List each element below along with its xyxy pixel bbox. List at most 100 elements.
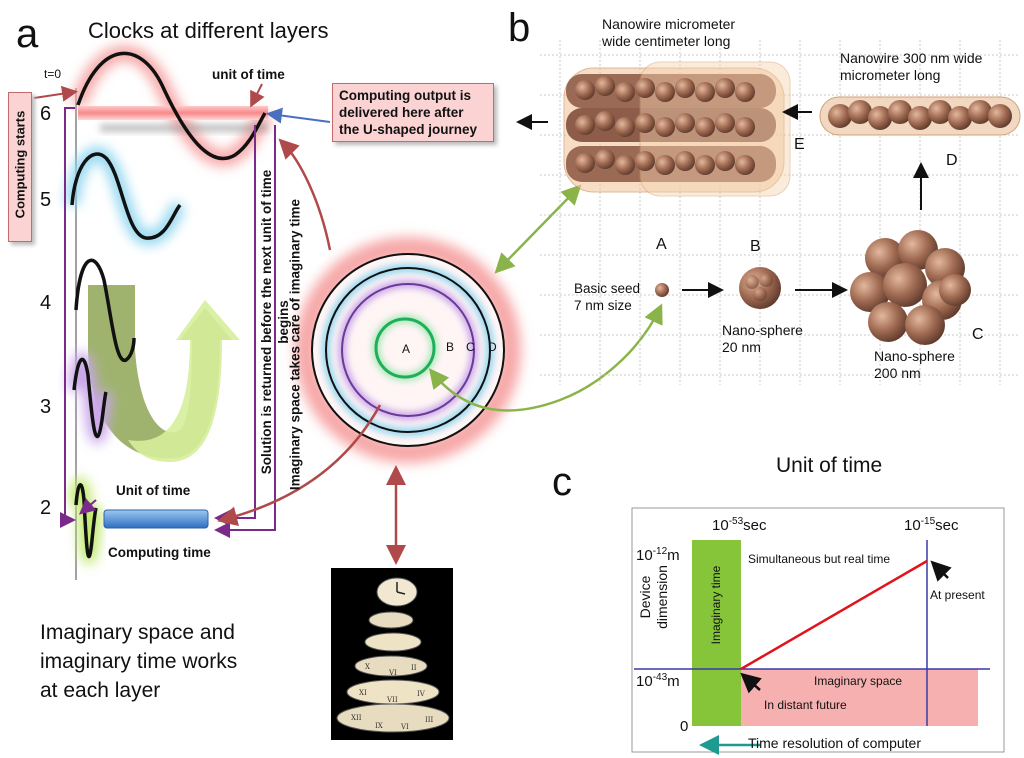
svg-text:IX: IX: [375, 722, 383, 730]
tick-top-left-unit: sec: [743, 517, 767, 534]
computing-starts-box: Computing starts: [8, 92, 32, 242]
panel-letter-c: c: [552, 460, 572, 504]
circle-label-B: B: [446, 340, 455, 354]
wave-layer-4: [74, 258, 136, 362]
nanowire-small-label: Nanowire 300 nm wide micrometer long: [840, 50, 982, 84]
unit-of-time-arrow: [250, 83, 265, 108]
y-axis-line-2: dimension: [654, 565, 670, 629]
label-C: C: [972, 326, 984, 343]
caption-line-3: at each layer: [40, 679, 161, 702]
panel-a-title: Clocks at different layers: [88, 18, 329, 43]
tick-top-right-exp: -15: [920, 516, 936, 527]
nano-sphere-200: [850, 230, 971, 345]
panel-letter-b: b: [508, 6, 531, 50]
tick-top-left: 10-53sec: [712, 516, 766, 534]
nanowire-large-line-2: wide centimeter long: [602, 33, 731, 49]
computing-time-label: Computing time: [108, 545, 211, 560]
tick-top-left-base: 10: [712, 517, 729, 534]
layer-number-5: 5: [40, 189, 52, 211]
panel-letter-a: a: [16, 12, 39, 56]
svg-text:III: III: [425, 716, 434, 724]
layer-number-4: 4: [40, 292, 52, 314]
wave-layer-3: [72, 357, 108, 438]
wave-layer-6: [76, 51, 267, 161]
layer-number-6: 6: [40, 103, 52, 125]
output-arrow: [266, 107, 331, 124]
layer-number-3: 3: [40, 396, 52, 418]
caption-line-2: imaginary time works: [40, 650, 238, 673]
label-B: B: [750, 238, 761, 255]
nanowire-small-line-1: Nanowire 300 nm wide: [840, 50, 983, 66]
computing-time-bar: [103, 509, 209, 529]
imaginary-space-region: [741, 669, 978, 726]
distant-future-label: In distant future: [764, 698, 847, 712]
tick-y-mid-base: 10: [636, 673, 653, 690]
unit-of-time-bar-top: [78, 106, 268, 120]
tick-y-top-unit: m: [667, 547, 680, 564]
sphere-200-line-1: Nano-sphere: [874, 348, 955, 364]
svg-text:XI: XI: [359, 689, 367, 697]
svg-text:VII: VII: [386, 696, 398, 704]
tick-y-top-base: 10: [636, 547, 653, 564]
x-axis-label: Time resolution of computer: [748, 735, 921, 751]
tick-top-right: 10-15sec: [904, 516, 958, 534]
t0-label: t=0: [44, 67, 62, 81]
nanowire-large-label: Nanowire micrometer wide centimeter long: [602, 16, 735, 50]
panel-c-title: Unit of time: [776, 454, 883, 477]
circle-to-wave-arrow: [278, 138, 332, 251]
purple-bracket-left: [60, 107, 76, 528]
purple-arrow-unit: [78, 498, 97, 515]
label-A: A: [656, 236, 667, 253]
sphere-200-line-2: 200 nm: [874, 365, 921, 381]
svg-text:IV: IV: [417, 690, 426, 698]
sphere-200-label: Nano-sphere 200 nm: [874, 348, 955, 382]
at-present-label: At present: [930, 588, 985, 602]
wave-5-glow: [65, 147, 186, 245]
tick-y-mid: 10-43m: [636, 672, 680, 690]
u-arrow-light: [128, 300, 240, 462]
tick-y-top-exp: -12: [652, 546, 668, 557]
seed-label: Basic seed 7 nm size: [574, 280, 640, 314]
y-axis-label: Device dimension: [637, 547, 671, 647]
sphere-20-line-1: Nano-sphere: [722, 322, 803, 338]
simultaneous-label: Simultaneous but real time: [748, 552, 891, 566]
tick-y-zero: 0: [680, 718, 689, 735]
imaginary-time-label: Imaginary time: [709, 565, 723, 645]
real-time-line: [740, 559, 928, 671]
nanowire-small-line-2: micrometer long: [840, 67, 941, 83]
svg-text:XII: XII: [351, 714, 362, 722]
imaginary-space-label: Imaginary space: [814, 674, 903, 688]
at-present-arrow: [930, 560, 952, 582]
computing-starts-arrow: [33, 85, 78, 102]
svg-text:X: X: [365, 663, 370, 671]
y-axis-line-1: Device: [637, 575, 653, 619]
computing-starts-label: Computing starts: [12, 110, 28, 219]
svg-text:VI: VI: [388, 669, 397, 677]
label-E: E: [794, 136, 805, 153]
layer-number-2: 2: [40, 497, 52, 519]
unit-of-time-bottom-label: Unit of time: [116, 483, 191, 498]
circle-label-D: D: [488, 340, 497, 354]
imaginary-time-region: [692, 540, 741, 726]
panel-a-caption: Imaginary space and imaginary time works…: [40, 618, 237, 705]
tick-y-top: 10-12m: [636, 546, 680, 564]
tick-top-right-base: 10: [904, 517, 921, 534]
label-D: D: [946, 152, 958, 169]
tick-y-mid-unit: m: [667, 673, 680, 690]
imaginary-space-time-text: Imaginary space takes care of imaginary …: [287, 198, 303, 491]
nanowire-large-line-1: Nanowire micrometer: [602, 16, 736, 32]
basic-seed: [655, 283, 669, 297]
wave-layer-5: [70, 152, 182, 240]
svg-text:VI: VI: [400, 723, 409, 731]
seed-line-1: Basic seed: [574, 281, 641, 296]
caption-line-1: Imaginary space and: [40, 621, 235, 644]
tick-top-left-exp: -53: [728, 516, 744, 527]
sphere-20-label: Nano-sphere 20 nm: [722, 322, 803, 356]
wave-layer-2: [74, 483, 98, 559]
tick-y-mid-exp: -43: [652, 672, 668, 683]
sphere-20-line-2: 20 nm: [722, 339, 761, 355]
distant-future-arrow: [740, 672, 762, 694]
